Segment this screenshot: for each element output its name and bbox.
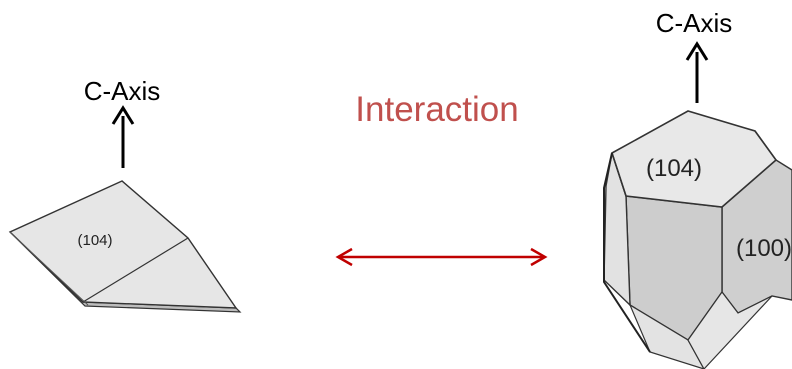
right-side-face-label: (100) bbox=[736, 235, 792, 262]
left-face-label: (104) bbox=[77, 232, 112, 249]
right-crystal bbox=[603, 110, 792, 369]
right-c-axis-label: C-Axis bbox=[656, 8, 733, 38]
left-c-axis-label: C-Axis bbox=[84, 76, 161, 106]
interaction-double-arrow bbox=[335, 247, 548, 267]
left-c-axis bbox=[111, 105, 135, 168]
left-crystal bbox=[8, 180, 242, 313]
right-c-axis bbox=[685, 41, 709, 103]
diagram-title: Interaction bbox=[355, 90, 518, 129]
right-top-face-label: (104) bbox=[646, 155, 702, 182]
